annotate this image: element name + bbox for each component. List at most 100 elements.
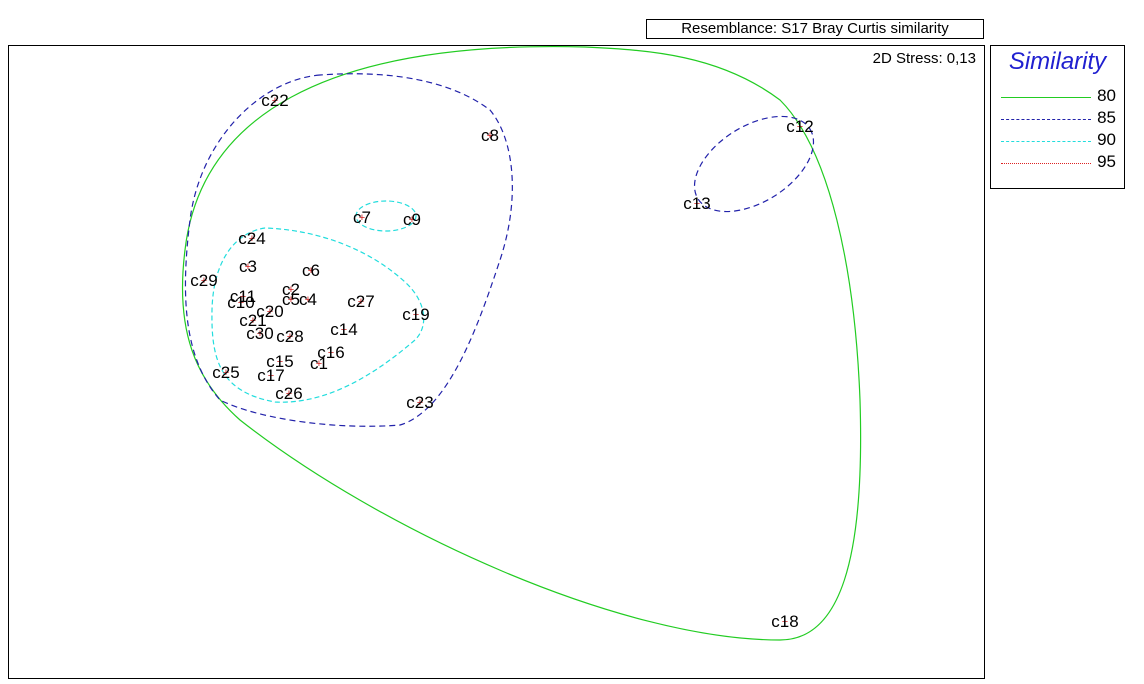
point-marker-c24: + [249,233,255,245]
point-c20: +c20 [256,302,283,321]
legend-label-90: 90 [1097,130,1116,149]
plot-area: 2D Stress: 0,13 [8,45,985,679]
point-c4: +c4 [299,290,317,309]
point-label-c16: c16 [317,343,344,362]
point-marker-c18: + [782,616,788,628]
point-c25: +c25 [212,363,239,382]
resemblance-label: Resemblance: S17 Bray Curtis similarity [646,19,984,39]
point-marker-c13: + [694,198,700,210]
point-c24: +c24 [238,229,265,248]
point-c27: +c27 [347,292,374,311]
legend-line-85 [1001,119,1091,120]
point-marker-c30: + [257,328,263,340]
point-c17: +c17 [257,366,284,385]
point-label-c12: c12 [786,117,813,136]
point-label-c2: c2 [282,280,300,299]
point-marker-c10: + [238,297,244,309]
point-label-c27: c27 [347,292,374,311]
point-label-c20: c20 [256,302,283,321]
contour-85-c12-c13 [693,115,815,213]
stress-label: 2D Stress: 0,13 [872,50,976,67]
point-marker-c20: + [267,306,273,318]
point-c22: +c22 [261,91,288,110]
legend-label-80: 80 [1097,86,1116,105]
point-label-c17: c17 [257,366,284,385]
legend-item-95: 95 [991,152,1124,174]
point-c3: +c3 [239,257,257,276]
point-c1: +c1 [310,354,328,373]
point-label-c28: c28 [276,327,303,346]
point-label-c29: c29 [190,271,217,290]
point-marker-c17: + [268,370,274,382]
point-label-c9: c9 [403,210,421,229]
point-c28: +c28 [276,327,303,346]
point-c9: +c9 [403,210,421,229]
point-c5: +c5 [282,290,300,309]
point-marker-c11: + [240,291,246,303]
point-marker-c23: + [417,397,423,409]
point-label-c7: c7 [353,208,371,227]
legend-title: Similarity [1008,48,1107,75]
point-marker-c21: + [250,315,256,327]
point-c12: +c12 [786,117,813,136]
point-c16: +c16 [317,343,344,362]
point-label-c14: c14 [330,320,357,339]
point-c13: +c13 [683,194,710,213]
point-label-c19: c19 [402,305,429,324]
legend-line-80 [1001,97,1091,98]
point-marker-c19: + [413,309,419,321]
point-marker-c26: + [286,388,292,400]
contour-80 [181,45,862,641]
point-label-c22: c22 [261,91,288,110]
point-marker-c1: + [316,358,322,370]
point-c10: +c10 [227,293,254,312]
point-c18: +c18 [771,612,798,631]
point-c2: +c2 [282,280,300,299]
point-marker-c14: + [341,324,347,336]
legend-item-85: 85 [991,108,1124,130]
legend-line-90 [1001,141,1091,142]
point-marker-c5: + [288,294,294,306]
point-label-c21: c21 [239,311,266,330]
point-marker-c2: + [288,284,294,296]
point-c19: +c19 [402,305,429,324]
point-c11: +c11 [230,287,256,306]
point-marker-c8: + [487,130,493,142]
legend-label-95: 95 [1097,152,1116,171]
point-label-c8: c8 [481,126,499,145]
point-label-c4: c4 [299,290,317,309]
points-layer: +c22+c8+c12+c13+c7+c9+c24+c3+c6+c29+c2+c… [190,91,813,631]
point-c8: +c8 [481,126,499,145]
point-marker-c27: + [358,296,364,308]
point-marker-c22: + [272,95,278,107]
point-c14: +c14 [330,320,357,339]
point-label-c30: c30 [246,324,273,343]
point-marker-c25: + [223,367,229,379]
point-c21: +c21 [239,311,266,330]
point-marker-c7: + [359,212,365,224]
point-label-c3: c3 [239,257,257,276]
point-label-c11: c11 [230,287,256,306]
point-marker-c12: + [797,121,803,133]
point-c6: +c6 [302,261,320,280]
contour-90-c7-c9 [355,200,417,232]
point-c29: +c29 [190,271,217,290]
point-label-c23: c23 [406,393,433,412]
point-marker-c4: + [305,294,311,306]
point-label-c25: c25 [212,363,239,382]
point-label-c24: c24 [238,229,265,248]
point-marker-c16: + [328,347,334,359]
point-c15: +c15 [266,352,293,371]
point-marker-c15: + [277,356,283,368]
point-label-c5: c5 [282,290,300,309]
point-marker-c3: + [245,261,251,273]
point-c30: +c30 [246,324,273,343]
point-marker-c28: + [287,331,293,343]
point-c26: +c26 [275,384,302,403]
point-label-c10: c10 [227,293,254,312]
contour-90-main [211,227,425,403]
point-label-c6: c6 [302,261,320,280]
point-marker-c29: + [201,275,207,287]
legend-label-85: 85 [1097,108,1116,127]
